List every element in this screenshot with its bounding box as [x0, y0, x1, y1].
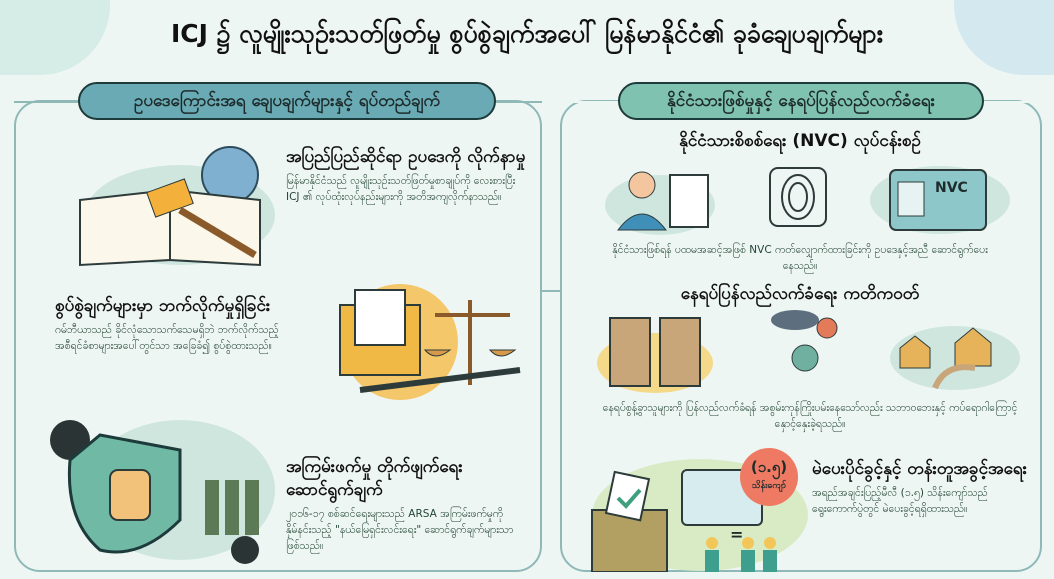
divider: [14, 101, 84, 103]
item-heading: စွပ်စွဲချက်များမှာ ဘက်လိုက်မှုရှိခြင်း: [55, 296, 271, 316]
badge-number: (၁.၅): [750, 458, 788, 476]
voting-body: အရည်အချင်းပြည့်မီလီ (၁.၅) သိန်းကျော်သည် …: [812, 486, 988, 516]
legal-item-2: စွပ်စွဲချက်များမှာ ဘက်လိုက်မှုရှိခြင်း ဂ…: [55, 295, 320, 354]
voting-item: မဲပေးပိုင်ခွင့်နှင့် တန်းတူအခွင့်အရေး အရ…: [812, 458, 1027, 517]
voting-heading: မဲပေးပိုင်ခွင့်နှင့် တန်းတူအခွင့်အရေး: [812, 459, 1027, 479]
scales-folder-illustration: [320, 280, 535, 400]
legal-item-3: အကြမ်းဖက်မှု တိုက်ဖျက်ရေး ဆောင်ရွက်ချက် …: [286, 456, 526, 555]
nvc-body: နိုင်ငံသားဖြစ်ရန် ပထမအဆင့်အဖြစ် NVC ကတ်လ…: [612, 244, 988, 273]
right-section-header: နိုင်ငံသားဖြစ်မှုနှင့် နေရပ်ပြန်လည်လက်ခံ…: [618, 82, 984, 120]
law-book-gavel-illustration: [60, 140, 280, 270]
legal-item-1: အပြည်ပြည်ဆိုင်ရာ ဥပဒေကို လိုက်နာမှု မြန်…: [286, 146, 526, 205]
equals-sign: =: [730, 525, 744, 544]
item-body: ၂၀၁၆-၁၇ စစ်ဆင်ရေးများသည် ARSA အကြမ်းဖက်မ…: [286, 507, 514, 553]
nvc-icons: [600, 160, 1020, 235]
repatriation-illustrations: [595, 308, 1025, 393]
divider: [494, 101, 542, 103]
item-body: မြန်မာနိုင်ငံသည် လူမျိုးသုဉ်းသတ်ဖြတ်မှုစ…: [286, 174, 516, 204]
counter-terrorism-shield-illustration: [40, 400, 280, 570]
connector-line: [540, 290, 562, 292]
item-heading: အကြမ်းဖက်မှု တိုက်ဖျက်ရေး ဆောင်ရွက်ချက်: [286, 457, 463, 500]
repatriation-body: နေရပ်စွန့်ခွာသူများကို ပြန်လည်လက်ခံရန် အ…: [602, 402, 1018, 431]
nvc-heading: နိုင်ငံသားစိစစ်ရေး (NVC) လုပ်ငန်းစဉ်: [679, 131, 921, 151]
left-section-header: ဥပဒေကြောင်းအရ ချေပချက်များနှင့် ရပ်တည်ချ…: [78, 82, 496, 120]
page-title: ICJ ၌ လူမျိုးသုဉ်းသတ်ဖြတ်မှု စွပ်စွဲချက်…: [170, 19, 884, 48]
badge-unit: သိန်းကျော်: [751, 481, 787, 491]
nvc-card-label: NVC: [935, 180, 968, 196]
item-heading: အပြည်ပြည်ဆိုင်ရာ ဥပဒေကို လိုက်နာမှု: [286, 147, 526, 167]
repatriation-heading: နေရပ်ပြန်လည်လက်ခံရေး ကတိကဝတ်: [680, 284, 920, 304]
eligible-voters-badge: (၁.၅) သိန်းကျော်: [740, 448, 798, 506]
item-body: ဂမ်ဘီယာသည် ခိုင်လုံသောသက်သေမရှိဘဲ ဘက်လို…: [55, 323, 279, 353]
